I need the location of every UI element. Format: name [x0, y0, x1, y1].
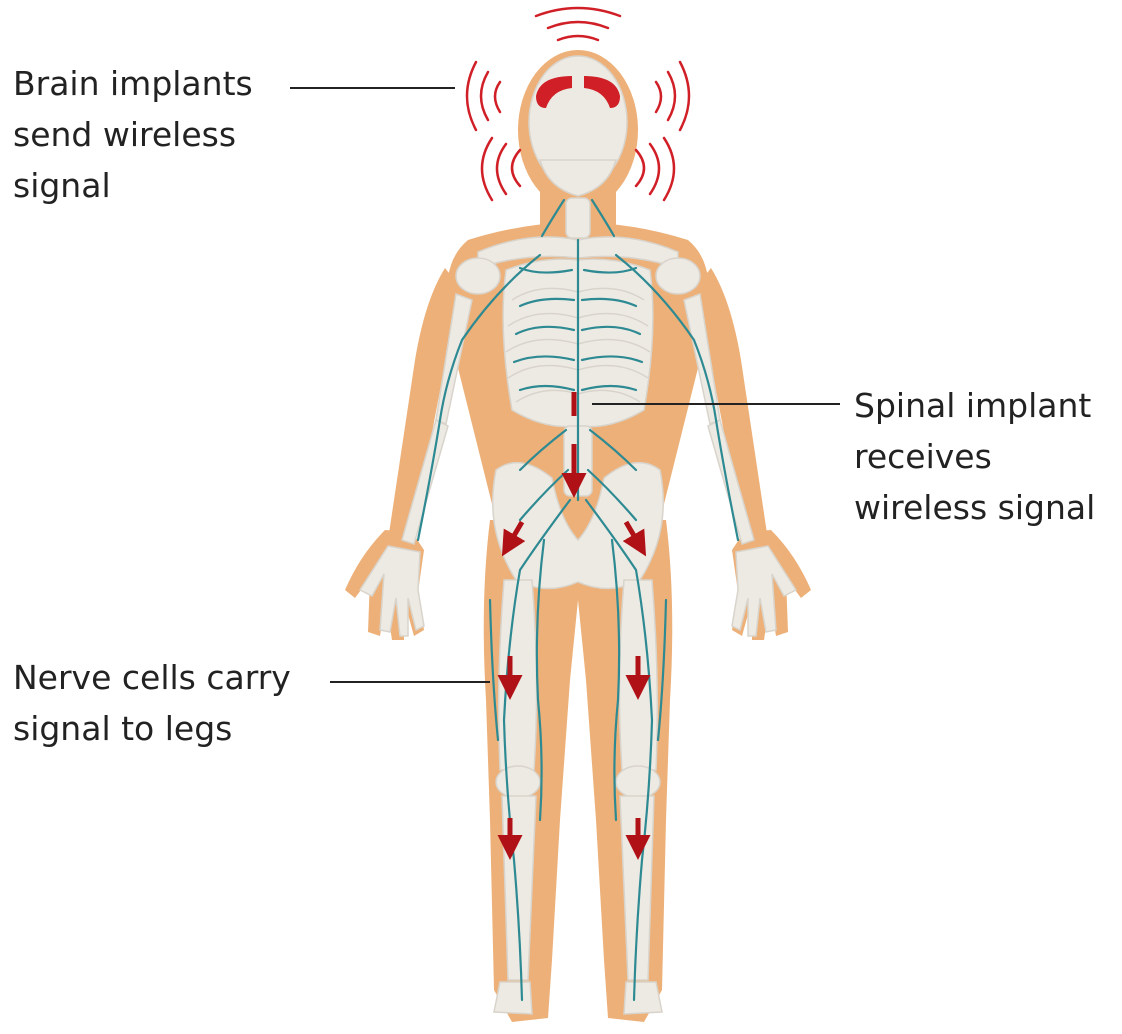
spinal-label-line-1: Spinal implant [854, 380, 1095, 431]
brain-implant-label: Brain implants send wireless signal [13, 58, 253, 211]
brain-label-line-2: send wireless [13, 109, 253, 160]
brain-label-line-3: signal [13, 160, 253, 211]
spinal-label-line-3: wireless signal [854, 482, 1095, 533]
nerve-label-line-2: signal to legs [13, 703, 291, 754]
spinal-implant-label: Spinal implant receives wireless signal [854, 380, 1095, 533]
nerve-label-line-1: Nerve cells carry [13, 652, 291, 703]
nerve-cells-label: Nerve cells carry signal to legs [13, 652, 291, 754]
brain-label-line-1: Brain implants [13, 58, 253, 109]
spinal-label-line-2: receives [854, 431, 1095, 482]
